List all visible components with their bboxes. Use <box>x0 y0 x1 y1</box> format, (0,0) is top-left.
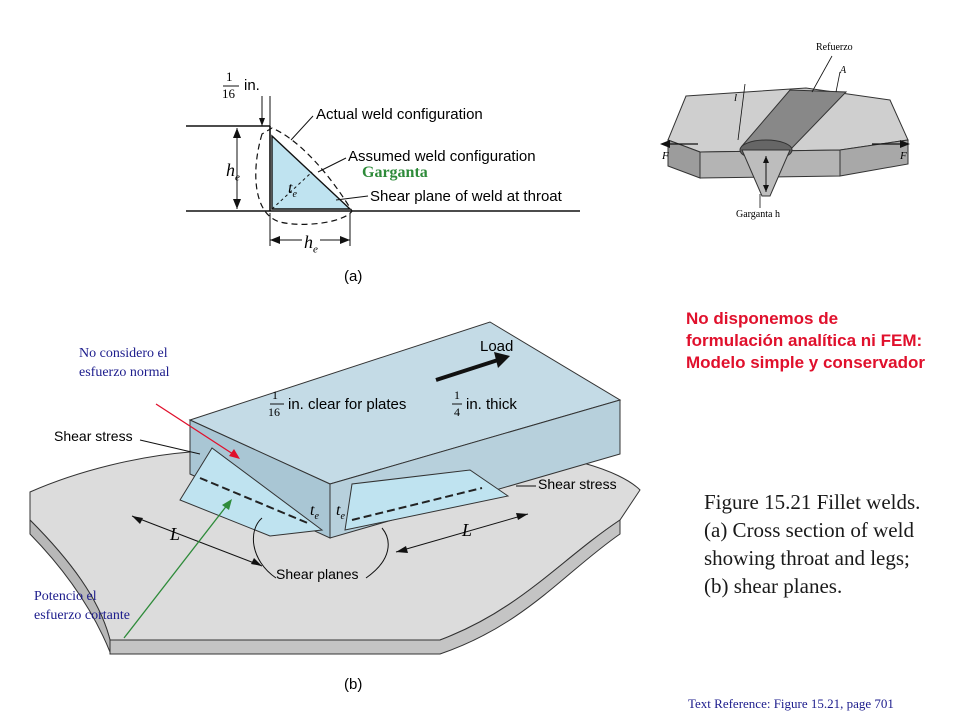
sym-te-right: te <box>336 502 345 523</box>
sym-te-left: te <box>310 502 319 523</box>
note-shear-stress: Potencio el esfuerzo cortante <box>34 589 130 623</box>
label-force-left: F <box>662 150 669 162</box>
clear-denominator: 16 <box>268 405 280 419</box>
thick-denominator: 4 <box>454 405 460 419</box>
panel-label-a: (a) <box>344 268 363 285</box>
label-garganta: Garganta <box>362 164 428 181</box>
label-length-left: L <box>170 524 181 544</box>
label-area-a: A <box>840 65 847 76</box>
label-actual-weld: Actual weld configuration <box>316 106 483 123</box>
dim-top-numerator: 1 <box>226 69 233 84</box>
note-no-normal-stress: No considero el esfuerzo normal <box>79 346 170 380</box>
label-refuerzo: Refuerzo <box>816 42 853 53</box>
label-garganta-h: Garganta h <box>736 209 780 220</box>
label-shear-planes: Shear planes <box>276 566 359 582</box>
label-clear-plates: in. clear for plates <box>288 396 407 413</box>
weld-right <box>344 469 510 531</box>
dim-top-denominator: 16 <box>222 86 235 101</box>
figure-caption: Figure 15.21 Fillet welds. (a) Cross sec… <box>704 490 921 598</box>
label-force-right: F <box>900 150 907 162</box>
weld-left <box>179 447 324 537</box>
thick-numerator: 1 <box>454 388 460 402</box>
dim-top-unit: in. <box>244 77 260 94</box>
note-conservative-model: No disponemos de formulación analítica n… <box>686 309 926 372</box>
sym-t-throat: te <box>288 180 297 201</box>
label-shear-stress-left: Shear stress <box>54 428 133 444</box>
sym-h-horizontal: he <box>302 232 320 256</box>
label-length-l: l <box>734 92 738 104</box>
label-assumed-weld: Assumed weld configuration <box>348 148 536 165</box>
text-reference: Text Reference: Figure 15.21, page 701 <box>688 696 894 711</box>
label-shear-plane: Shear plane of weld at throat <box>370 188 562 205</box>
panel-label-b: (b) <box>344 676 363 693</box>
label-thick: in. thick <box>466 396 517 413</box>
sym-h-vertical: he <box>226 160 240 184</box>
clear-numerator: 1 <box>272 388 278 402</box>
label-length-right: L <box>462 520 473 540</box>
label-shear-stress-right: Shear stress <box>538 476 617 492</box>
label-load: Load <box>480 338 514 355</box>
actual-weld-outline <box>255 127 353 225</box>
